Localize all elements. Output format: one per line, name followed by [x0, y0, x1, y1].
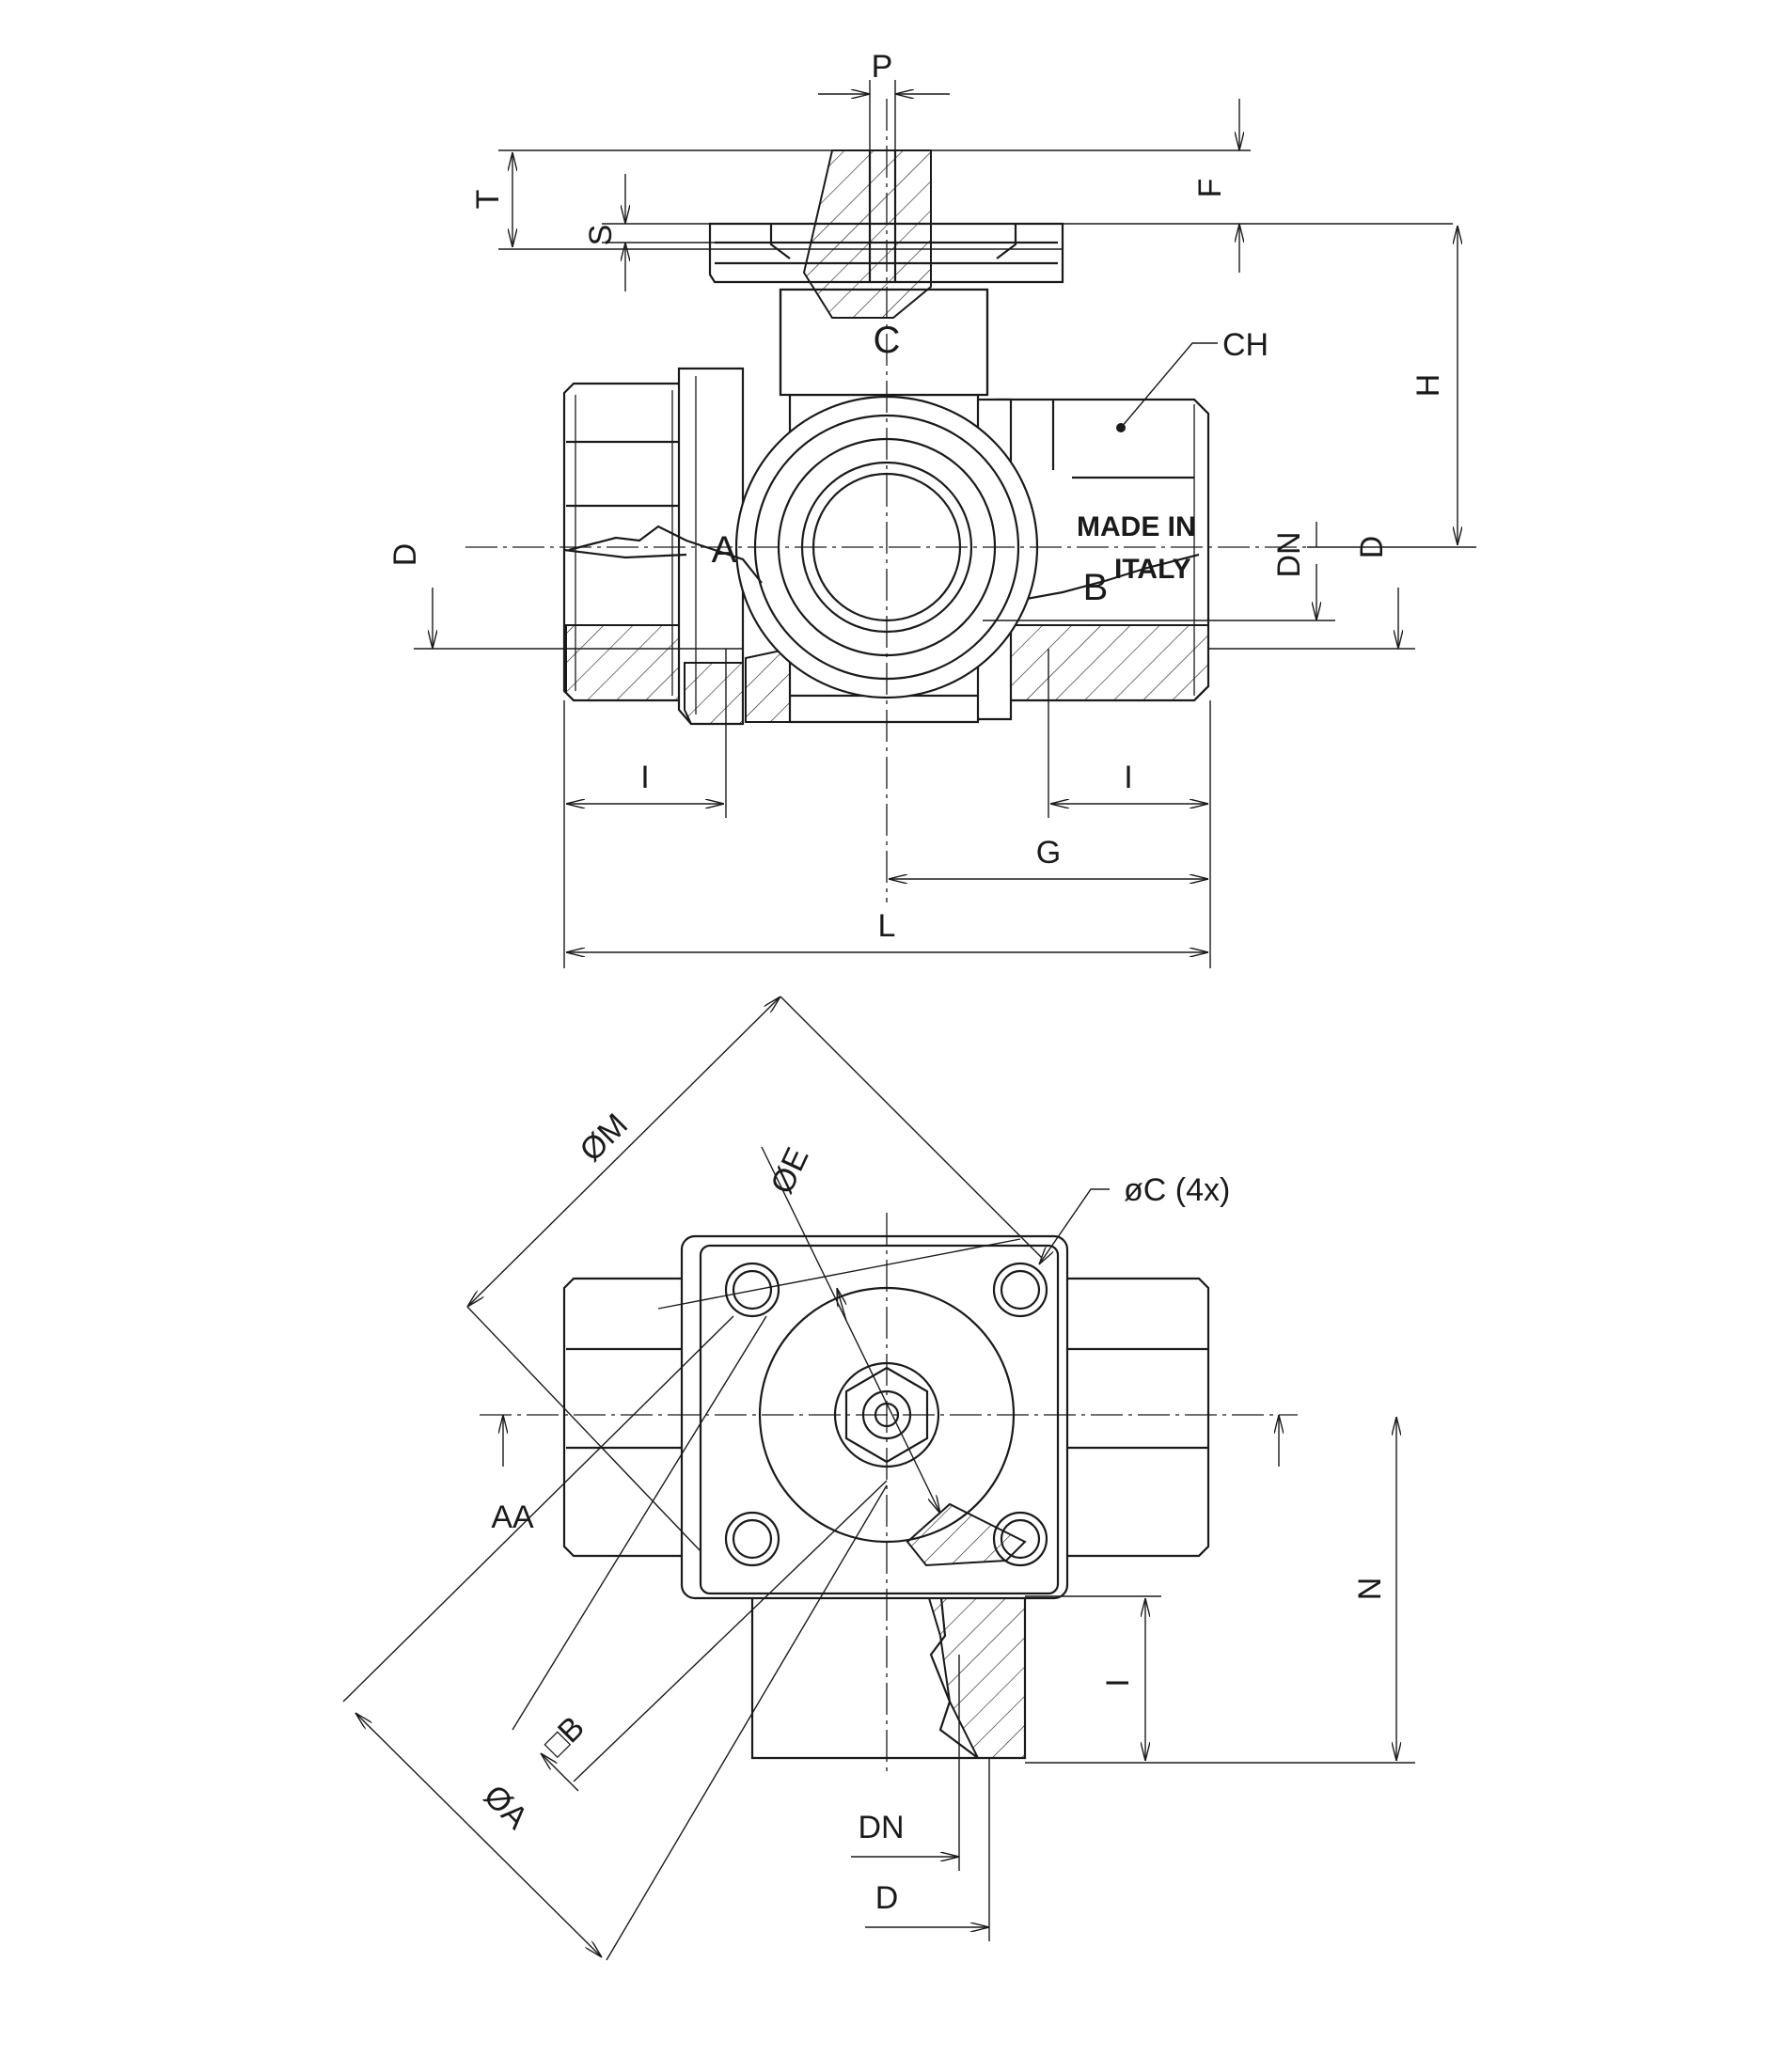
dim-d-bottom: D: [875, 1880, 899, 1916]
dim-i-right: I: [1124, 760, 1132, 795]
dim-phi-e: ØE: [764, 1142, 815, 1200]
dim-l: L: [878, 908, 896, 944]
top-left-port: [562, 1277, 688, 1558]
front-view: P T S F H CH C A B MADE IN ITALY D: [387, 49, 1476, 968]
dim-square-b: □B: [538, 1710, 591, 1764]
dim-n: N: [1352, 1578, 1388, 1601]
top-square-flange: [680, 1234, 1069, 1600]
dim-i-left: I: [640, 760, 649, 795]
dim-d-right: D: [1354, 536, 1390, 559]
top-right-port: [1061, 1277, 1210, 1558]
port-a: A: [712, 529, 737, 571]
left-port-body: [562, 367, 745, 726]
dim-d-left: D: [387, 543, 423, 567]
port-c: C: [874, 320, 901, 361]
stamp-italy: ITALY: [1114, 554, 1191, 585]
dim-g: G: [1036, 835, 1061, 871]
top-view: AA ØM ØE øC (4x) □B ØA N I: [342, 997, 1415, 1961]
dim-f: F: [1192, 179, 1228, 198]
dim-i-bottom: I: [1100, 1678, 1136, 1687]
dim-phi-c: øC (4x): [1124, 1172, 1230, 1208]
dim-p: P: [872, 49, 893, 85]
dim-dn-bottom: DN: [858, 1810, 904, 1845]
dim-s: S: [583, 225, 619, 246]
dim-aa: AA: [491, 1499, 534, 1535]
dim-phi-m: ØM: [573, 1107, 635, 1169]
dim-ch: CH: [1222, 327, 1269, 363]
dim-h: H: [1410, 374, 1446, 398]
port-b: B: [1083, 567, 1109, 608]
dim-dn-right: DN: [1271, 531, 1307, 577]
dim-phi-a: ØA: [477, 1778, 535, 1836]
stamp-made-in: MADE IN: [1077, 511, 1196, 542]
dim-t: T: [470, 190, 506, 210]
